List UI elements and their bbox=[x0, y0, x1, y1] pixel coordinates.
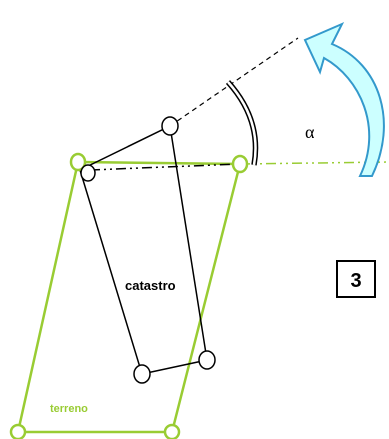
terrain-label: terreno bbox=[50, 403, 88, 415]
rotation-arrow-icon bbox=[303, 21, 385, 177]
terrain-vertex-bottom-right bbox=[163, 423, 181, 439]
cadastre-label: catastro bbox=[125, 278, 176, 293]
terrain-vertex-top-right bbox=[231, 154, 249, 174]
terrain-vertex-top-left bbox=[69, 152, 87, 172]
cadastre-vertex-bottom bbox=[133, 364, 151, 384]
step-number: 3 bbox=[350, 270, 361, 292]
cadastre-vertex-top bbox=[161, 116, 179, 136]
terrain-parcel bbox=[16, 160, 242, 434]
cadastre-vertex-right bbox=[198, 350, 216, 370]
rotated-reference-line bbox=[169, 37, 299, 127]
terrain-reference-line bbox=[239, 161, 389, 165]
cadastre-reference-line bbox=[89, 163, 241, 171]
angle-label: α bbox=[305, 122, 315, 142]
angle-arc-inner bbox=[227, 81, 257, 166]
cadastre-vertex-left bbox=[80, 164, 96, 182]
terrain-vertex-bottom-left bbox=[9, 423, 27, 439]
step-number-box bbox=[336, 260, 376, 298]
